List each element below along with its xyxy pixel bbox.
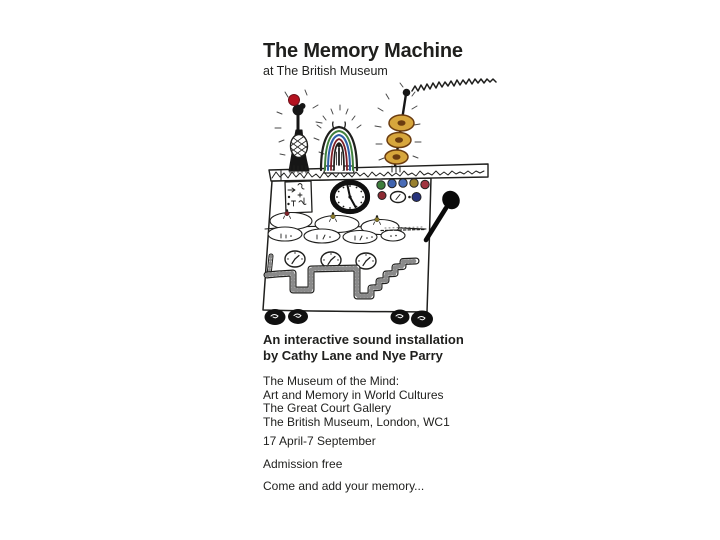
- memory-machine-illustration: [262, 78, 497, 328]
- button-green: [376, 180, 386, 190]
- credit-line-1: An interactive sound installation: [263, 332, 464, 347]
- coil-rays: [374, 82, 422, 161]
- control-buttons: [376, 178, 430, 204]
- radio-wave-zigzag: [411, 78, 497, 92]
- button-red: [420, 179, 430, 190]
- exhibition-block: The Museum of the Mind:Art and Memory in…: [263, 374, 450, 429]
- dates-text: 17 April-7 September: [263, 434, 376, 448]
- label-plate: [284, 180, 313, 214]
- button-blue-2: [398, 178, 408, 188]
- tagline-text: Come and add your memory...: [263, 479, 425, 493]
- coil-antenna: [384, 88, 415, 173]
- button-blue-1: [387, 178, 397, 189]
- gauge-1: [284, 250, 306, 268]
- staircase-track: [263, 253, 420, 300]
- exhibition-line-3: The Great Court Gallery: [263, 401, 392, 415]
- dome-antenna: [319, 121, 359, 174]
- poster-subtitle: at The British Museum: [263, 64, 388, 78]
- tower-red-light: [288, 94, 300, 106]
- clock-face: [329, 179, 371, 215]
- cloud-band: [264, 209, 427, 245]
- lever: [423, 190, 460, 243]
- dome-arc-blue: [327, 134, 351, 171]
- credit-line-2: by Cathy Lane and Nye Parry: [263, 348, 443, 363]
- clock-minute-hand: [346, 184, 351, 198]
- gauge-3: [355, 252, 377, 270]
- tower-antenna: [288, 94, 310, 174]
- gauge-dials: [284, 250, 377, 270]
- cloud-knob-olive-2: [373, 215, 381, 225]
- exhibition-line-4: The British Museum, London, WC1: [263, 414, 450, 429]
- wheels: [264, 309, 433, 328]
- exhibition-line-1: The Museum of the Mind:: [263, 374, 400, 388]
- cloud-knob-olive-1: [329, 212, 337, 222]
- button-darkred: [377, 191, 387, 200]
- exhibition-line-2: Art and Memory in World Cultures: [263, 387, 444, 402]
- admission-text: Admission free: [263, 457, 343, 471]
- button-olive: [409, 178, 419, 188]
- dome-rays: [316, 104, 362, 129]
- dome-arc-green: [324, 130, 354, 171]
- clock-hour-hand: [349, 196, 357, 208]
- coil-discs: [384, 114, 415, 165]
- lid-band: [268, 163, 489, 182]
- dome-arc-red: [330, 138, 348, 171]
- button-navy: [411, 192, 422, 202]
- cloud-knob-red: [283, 209, 291, 219]
- lid-waveform: [271, 170, 485, 179]
- poster-title: The Memory Machine: [263, 40, 463, 62]
